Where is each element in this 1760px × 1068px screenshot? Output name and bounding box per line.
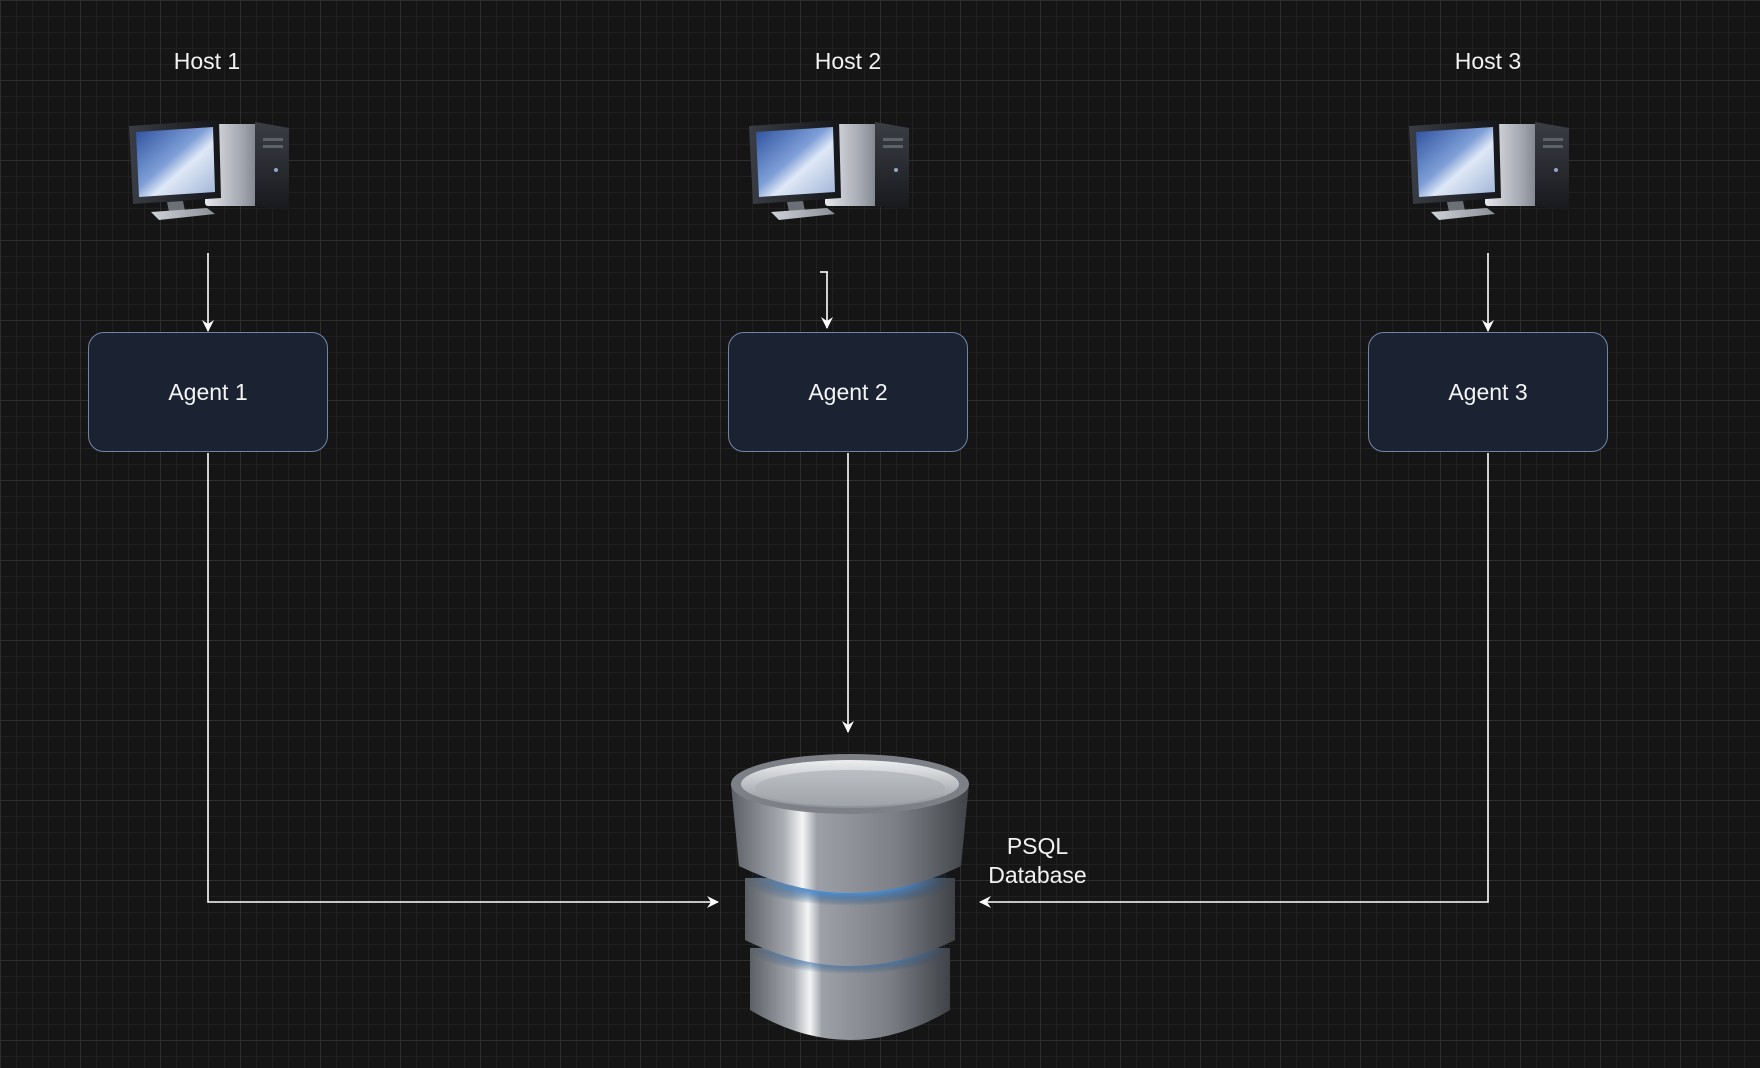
agent-1-node[interactable]: Agent 1	[88, 332, 328, 452]
host-1-label: Host 1	[173, 48, 241, 74]
database-label-line-2: Database	[988, 862, 1087, 888]
database-label: PSQL Database	[980, 832, 1095, 890]
desktop-computer-icon	[129, 120, 289, 220]
database-cylinder-icon[interactable]	[715, 748, 985, 1053]
desktop-computer-icon	[749, 120, 909, 220]
desktop-computer-icon	[1409, 120, 1569, 220]
host-3-label: Host 3	[1454, 48, 1522, 74]
agent-3-node[interactable]: Agent 3	[1368, 332, 1608, 452]
database-label-line-1: PSQL	[1006, 833, 1069, 859]
agent-1-label: Agent 1	[168, 378, 248, 405]
host-2-label: Host 2	[814, 48, 882, 74]
agent-3-to-database-arrow[interactable]	[979, 453, 1489, 908]
agent-3-label: Agent 3	[1448, 378, 1528, 405]
agent-2-node[interactable]: Agent 2	[728, 332, 968, 452]
agent-1-to-database-arrow[interactable]	[207, 453, 719, 908]
agent-2-label: Agent 2	[808, 378, 888, 405]
